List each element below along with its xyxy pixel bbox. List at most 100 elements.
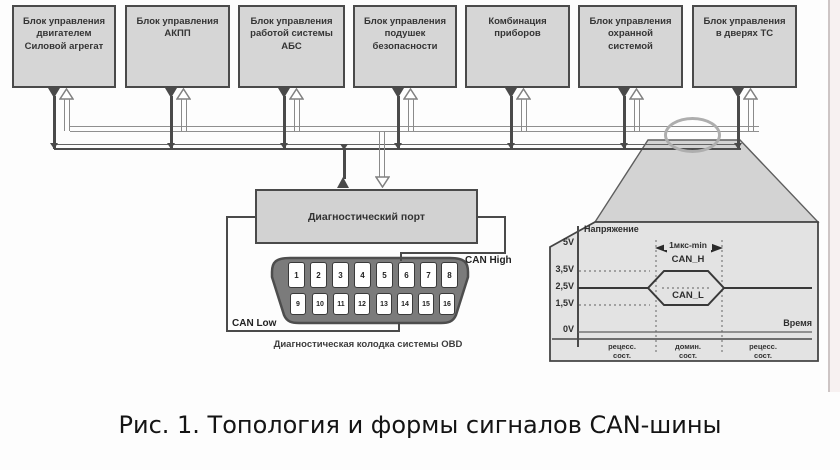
junction-icon <box>734 143 742 149</box>
can-low-wire <box>398 322 400 332</box>
magnifier-ellipse-icon <box>664 117 721 153</box>
can-low-wire <box>226 216 228 332</box>
down-arrow-icon <box>165 88 177 98</box>
up-arrow-icon <box>59 88 74 100</box>
junction-icon <box>507 143 515 149</box>
obd-pin: 7 <box>420 262 437 288</box>
up-arrow-icon <box>337 177 349 188</box>
bus-rise-line <box>181 99 187 131</box>
ecu-box-abs: Блок управления работой системы АБС <box>238 5 345 88</box>
state-recessive-left: рецесс. сост. <box>608 342 636 360</box>
ecu-bus-arrows <box>392 88 426 150</box>
bus-drop-line <box>283 96 286 149</box>
up-arrow-icon <box>743 88 758 100</box>
can-l-label: CAN_L <box>672 290 704 301</box>
ecu-bus-arrows <box>278 88 312 150</box>
obd-pin: 2 <box>310 262 327 288</box>
can-high-wire <box>400 252 402 261</box>
down-arrow-icon <box>278 88 290 98</box>
pulse-width-label: 1мкс-min <box>664 240 712 250</box>
up-arrow-icon <box>516 88 531 100</box>
obd-pin: 11 <box>333 293 349 315</box>
bus-drop-line <box>510 96 513 149</box>
obd-pin: 14 <box>397 293 413 315</box>
can-high-wire <box>504 216 506 254</box>
bus-rise-line <box>64 99 70 131</box>
up-arrow-icon <box>629 88 644 100</box>
obd-pin: 12 <box>354 293 370 315</box>
obd-pin: 13 <box>376 293 392 315</box>
obd-pin: 16 <box>439 293 455 315</box>
obd-pin: 1 <box>288 262 305 288</box>
bus-drop-line <box>397 96 400 149</box>
state-dominant: домин. сост. <box>674 342 701 360</box>
ecu-box-engine: Блок управления двигателем Силовой агрег… <box>12 5 116 88</box>
tick-5v: 5V <box>562 237 574 247</box>
obd-pin: 8 <box>441 262 458 288</box>
bus-line-upper <box>70 126 759 132</box>
junction-icon <box>280 143 288 149</box>
port-bus-line <box>343 148 346 179</box>
down-arrow-icon <box>732 88 744 98</box>
ecu-box-airbag: Блок управления подушек безопасности <box>353 5 457 88</box>
video-edge-artifact <box>830 0 840 392</box>
can-low-wire <box>226 330 400 332</box>
bus-drop-line <box>170 96 173 149</box>
obd-pin: 4 <box>354 262 371 288</box>
bus-rise-line <box>408 99 414 131</box>
ecu-bus-arrows <box>505 88 539 150</box>
ecu-box-alarm: Блок управления охранной системой <box>578 5 683 88</box>
junction-icon <box>620 143 628 149</box>
can-low-label: CAN Low <box>232 318 277 329</box>
junction-icon <box>50 143 58 149</box>
tick-0v: 0V <box>562 324 574 334</box>
port-rise-line <box>379 131 385 177</box>
obd-pin: 5 <box>376 262 393 288</box>
bus-rise-line <box>634 99 640 131</box>
down-arrow-icon <box>505 88 517 98</box>
obd-pin: 15 <box>418 293 434 315</box>
ecu-bus-arrows <box>618 88 652 150</box>
down-arrow-icon <box>375 176 390 188</box>
junction-icon <box>340 144 348 150</box>
tick-2-5v: 2,5V <box>555 281 574 291</box>
down-arrow-icon <box>618 88 630 98</box>
video-edge-artifact <box>828 0 830 392</box>
figure-caption: Рис. 1. Топология и формы сигналов CAN-ш… <box>118 411 722 439</box>
obd-pin: 3 <box>332 262 349 288</box>
can-high-wire <box>400 252 506 254</box>
bus-rise-line <box>748 99 754 131</box>
zoom-cone <box>593 139 820 223</box>
bus-drop-line <box>737 96 740 149</box>
ecu-box-transmission: Блок управления АКПП <box>125 5 230 88</box>
ecu-bus-arrows <box>732 88 766 150</box>
tick-3-5v: 3,5V <box>555 264 574 274</box>
state-recessive-right: рецесс. сост. <box>749 342 777 360</box>
bus-drop-line <box>623 96 626 149</box>
ecu-bus-arrows <box>48 88 82 150</box>
diagnostic-port-box: Диагностический порт <box>255 189 478 244</box>
can-high-label: CAN High <box>465 255 512 266</box>
obd-pin: 6 <box>398 262 415 288</box>
ecu-box-instrument-cluster: Комбинация приборов <box>465 5 570 88</box>
bus-rise-line <box>294 99 300 131</box>
bus-drop-line <box>53 96 56 149</box>
ecu-bus-arrows <box>165 88 199 150</box>
junction-icon <box>394 143 402 149</box>
obd-pin: 9 <box>290 293 306 315</box>
up-arrow-icon <box>176 88 191 100</box>
up-arrow-icon <box>289 88 304 100</box>
junction-icon <box>167 143 175 149</box>
down-arrow-icon <box>48 88 60 98</box>
bus-rise-line <box>521 99 527 131</box>
obd-caption: Диагностическая колодка системы OBD <box>273 339 463 350</box>
obd-pin: 10 <box>312 293 328 315</box>
duration-arrow-right-icon <box>711 243 723 253</box>
ecu-box-doors: Блок управления в дверях ТС <box>692 5 797 88</box>
can-high-wire <box>478 216 506 218</box>
tick-1-5v: 1,5V <box>555 298 574 308</box>
down-arrow-icon <box>392 88 404 98</box>
up-arrow-icon <box>403 88 418 100</box>
waveform-x-axis-label: Время <box>783 318 812 328</box>
